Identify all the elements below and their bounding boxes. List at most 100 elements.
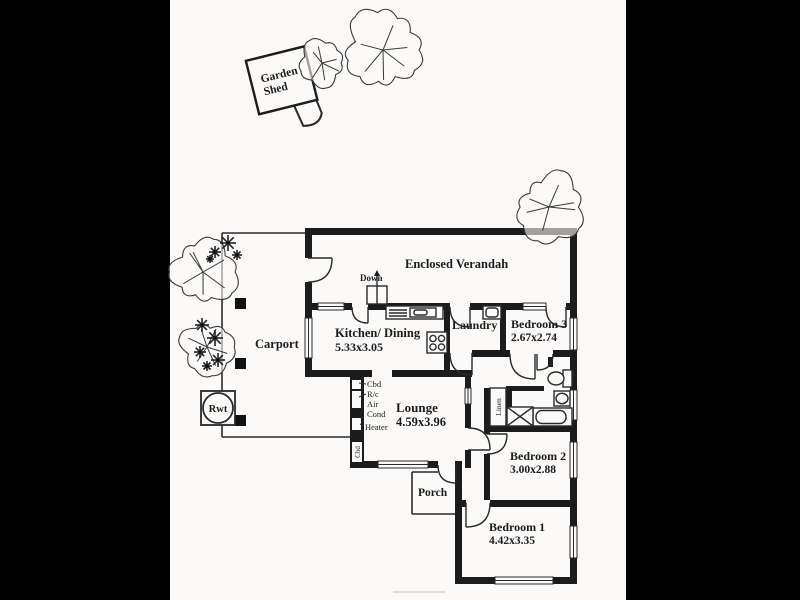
tree-branch <box>312 51 323 64</box>
sink-icon <box>409 307 437 318</box>
door-toilet <box>536 353 554 371</box>
basin-icon <box>553 390 571 407</box>
label-cbd-vertical: Cbd <box>354 446 362 458</box>
tree-branch <box>206 346 228 354</box>
window-kitchen-left <box>304 317 313 359</box>
doors <box>307 257 567 528</box>
rainwater-tank <box>200 390 236 426</box>
label-air: Air <box>367 399 379 409</box>
door-bedroom1 <box>465 502 491 528</box>
tree-branch <box>183 271 204 285</box>
wall-segment <box>548 357 553 367</box>
door-kitchen <box>351 306 369 324</box>
carport-posts <box>235 298 246 426</box>
tree-branch <box>321 62 340 72</box>
wall-segment <box>465 377 471 468</box>
wall-segment <box>305 303 318 310</box>
trees <box>168 8 584 378</box>
tree-branch <box>360 43 384 51</box>
shrub-icon <box>205 364 209 368</box>
annotation-labels: Down Cbd R/c Air Cond Heater Linen Cbd R… <box>209 273 503 458</box>
tree-branch <box>548 202 574 208</box>
kitchen-bench-icon <box>385 305 444 320</box>
shrub-icon <box>198 350 202 354</box>
shrub-icon <box>213 336 217 340</box>
steps-icon <box>366 270 388 305</box>
cbd-vertical-niche <box>352 442 362 462</box>
post-icon <box>235 415 246 426</box>
tree-branch <box>189 252 204 273</box>
door-bedroom3-verandah <box>545 306 567 328</box>
label-rc: R/c <box>367 389 379 399</box>
tree-branch <box>382 49 385 81</box>
label-kitchen-dining-dims: 5.33x3.05 <box>335 340 383 354</box>
label-lounge-dims: 4.59x3.96 <box>396 415 446 429</box>
tree-branch <box>364 49 384 72</box>
wall-segment <box>305 228 577 235</box>
door-openings <box>372 370 490 507</box>
opening <box>484 434 490 454</box>
post-icon <box>235 298 246 309</box>
opening <box>466 500 490 507</box>
laundry-trough-icon <box>482 305 502 320</box>
door-bedroom3-hall <box>509 353 536 380</box>
window-bedroom3-right <box>569 317 578 351</box>
door-bedroom2 <box>486 433 508 455</box>
tree-branch <box>188 337 208 348</box>
opening <box>465 428 471 450</box>
shrub-icon <box>213 250 217 254</box>
toilet-icon <box>547 369 573 388</box>
tree-branch <box>192 251 204 273</box>
label-linen: Linen <box>494 398 503 416</box>
post-icon <box>235 358 246 369</box>
label-porch: Porch <box>418 487 448 499</box>
label-laundry: Laundry <box>452 318 497 332</box>
wall-segment <box>553 350 577 357</box>
window-bedroom3-top <box>522 302 547 311</box>
label-down: Down <box>360 273 383 283</box>
tree-branch <box>317 46 323 64</box>
window-lounge-bottom <box>377 460 429 469</box>
tree-branch <box>311 62 323 79</box>
shrub-icon <box>216 358 220 362</box>
label-cbd: Cbd <box>367 379 382 389</box>
heater-niche <box>352 418 361 430</box>
tree-branch <box>382 25 394 51</box>
window-kitchen-top <box>317 302 345 311</box>
label-rwt: Rwt <box>209 404 228 415</box>
window-lounge-right <box>464 387 472 405</box>
wall-segment <box>500 303 506 350</box>
wall-segment <box>472 350 510 357</box>
shrub-icon <box>235 253 239 257</box>
window-bedroom1-bottom <box>494 576 554 585</box>
tree-branch <box>548 184 560 208</box>
linen-cupboard <box>489 387 507 427</box>
tree-branch <box>548 206 576 211</box>
fixtures <box>200 270 573 462</box>
shed-door-swing <box>293 99 323 127</box>
label-bedroom2: Bedroom 2 <box>510 449 566 463</box>
door-lounge <box>467 427 491 451</box>
tree-branch <box>382 47 408 51</box>
tree-branch <box>321 62 326 81</box>
label-bedroom1: Bedroom 1 <box>489 520 545 534</box>
cbd-niche <box>352 380 361 389</box>
wall-segment <box>344 303 352 310</box>
room-labels: Enclosed Verandah Carport Kitchen/ Dinin… <box>255 257 567 547</box>
tree-branch <box>202 259 225 273</box>
label-heater: Heater <box>365 422 388 432</box>
shower-icon <box>506 406 534 427</box>
label-bedroom1-dims: 4.42x3.35 <box>489 535 535 547</box>
garden-shed-label-line2: Shed <box>263 81 290 99</box>
door-hall-laundry <box>449 352 473 376</box>
cupboard-niches <box>352 380 362 462</box>
opening <box>438 461 455 468</box>
tree-branch <box>321 58 337 64</box>
opening <box>372 370 392 377</box>
label-lounge: Lounge <box>396 400 438 415</box>
shrub-icon <box>208 257 212 261</box>
window-bedroom2-right <box>569 441 578 479</box>
bathtub-icon <box>532 407 573 427</box>
wall-segment <box>455 461 462 584</box>
